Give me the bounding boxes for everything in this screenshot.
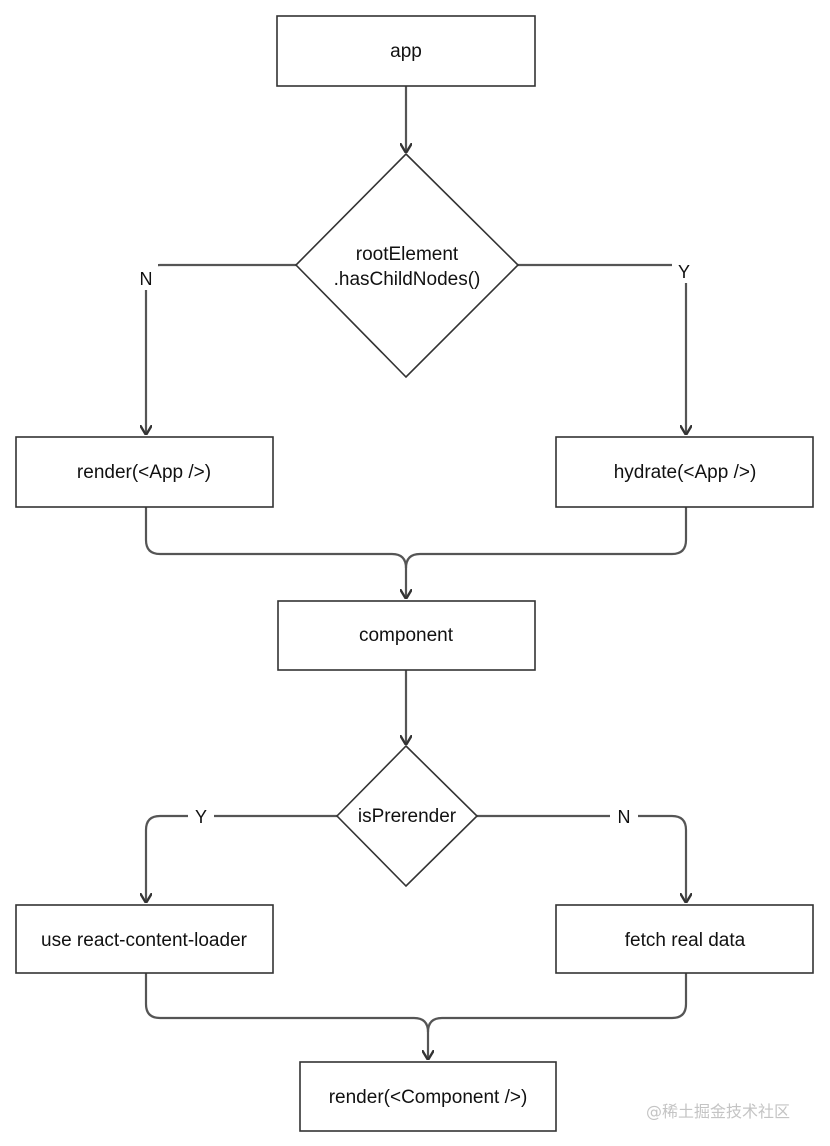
node-fetch-data: fetch real data [555, 904, 814, 974]
node-app: app [276, 15, 536, 87]
node-hydrate-app: hydrate(<App />) [555, 436, 814, 508]
edge-root-yes [518, 263, 686, 434]
edge-label-prerender-yes: Y [195, 807, 207, 827]
edge-labels: N Y Y N [134, 257, 696, 829]
node-render-app: render(<App />) [15, 436, 274, 508]
node-decision-prerender-label: isPrerender [358, 806, 457, 827]
node-app-label: app [390, 41, 422, 62]
node-component: component [277, 600, 536, 671]
node-render-component-label: render(<Component />) [329, 1087, 528, 1108]
watermark: @稀土掘金技术社区 [646, 1102, 791, 1121]
edge-label-root-no: N [140, 269, 153, 289]
edge-loader-merge [144, 973, 428, 1059]
node-component-label: component [359, 625, 454, 646]
node-decision-prerender: isPrerender [335, 744, 479, 888]
node-decision-root-line1: rootElement [356, 244, 459, 265]
edge-label-root-yes: Y [678, 262, 690, 282]
edge-prerender-yes [146, 814, 337, 902]
node-decision-root-line2: .hasChildNodes() [334, 269, 481, 290]
node-decision-root: rootElement .hasChildNodes() [294, 152, 520, 379]
edge-label-prerender-no: N [618, 807, 631, 827]
node-fetch-data-label: fetch real data [625, 930, 746, 951]
edge-prerender-no [477, 814, 686, 902]
node-use-loader: use react-content-loader [15, 904, 274, 974]
edge-root-no [146, 263, 296, 434]
node-render-component: render(<Component />) [299, 1061, 557, 1132]
node-hydrate-app-label: hydrate(<App />) [614, 462, 757, 483]
edge-hydrate-merge [404, 507, 688, 569]
edge-render-merge [144, 507, 406, 598]
node-use-loader-label: use react-content-loader [41, 930, 248, 951]
edge-fetch-merge [426, 973, 688, 1033]
node-render-app-label: render(<App />) [77, 462, 211, 483]
